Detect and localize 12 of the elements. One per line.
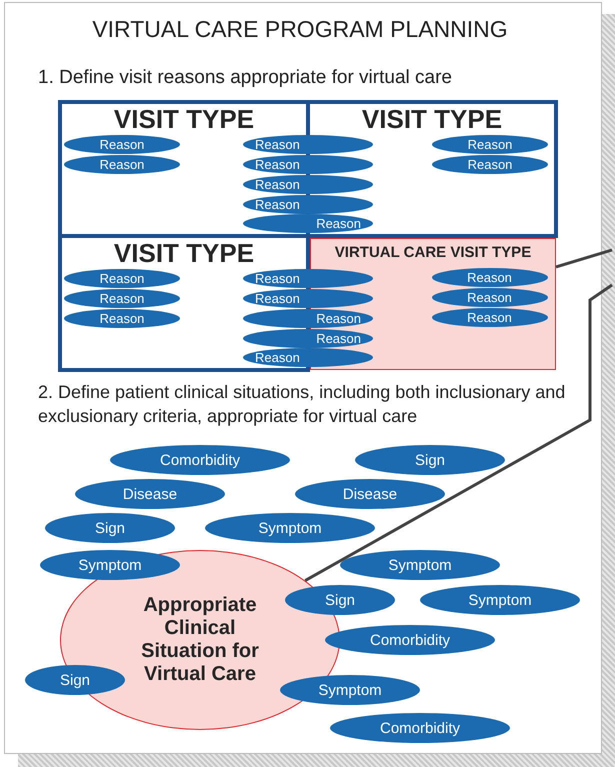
- ellipse: Reason: [432, 268, 548, 287]
- visit-type-label: VISIT TYPE: [362, 106, 502, 132]
- connector-line: [556, 248, 612, 268]
- visit-type-label: VISIT TYPE: [114, 106, 254, 132]
- ellipse: Reason: [432, 288, 548, 307]
- title: VIRTUAL CARE PROGRAM PLANNING: [91, 16, 509, 43]
- situation-label: Appropriate Clinical Situation for Virtual Care: [140, 594, 260, 686]
- section-heading: 2. Define patient clinical situations, including both inclusionary and exclusionary criteria, appropriate for virtual care: [38, 381, 566, 428]
- ellipse: Reason: [432, 308, 548, 327]
- section-heading: 1. Define visit reasons appropriate for virtual care: [38, 66, 453, 90]
- visit-type-label: VISIT TYPE: [114, 240, 254, 266]
- virtual-visit-type-label: VIRTUAL CARE VISIT TYPE: [334, 245, 532, 260]
